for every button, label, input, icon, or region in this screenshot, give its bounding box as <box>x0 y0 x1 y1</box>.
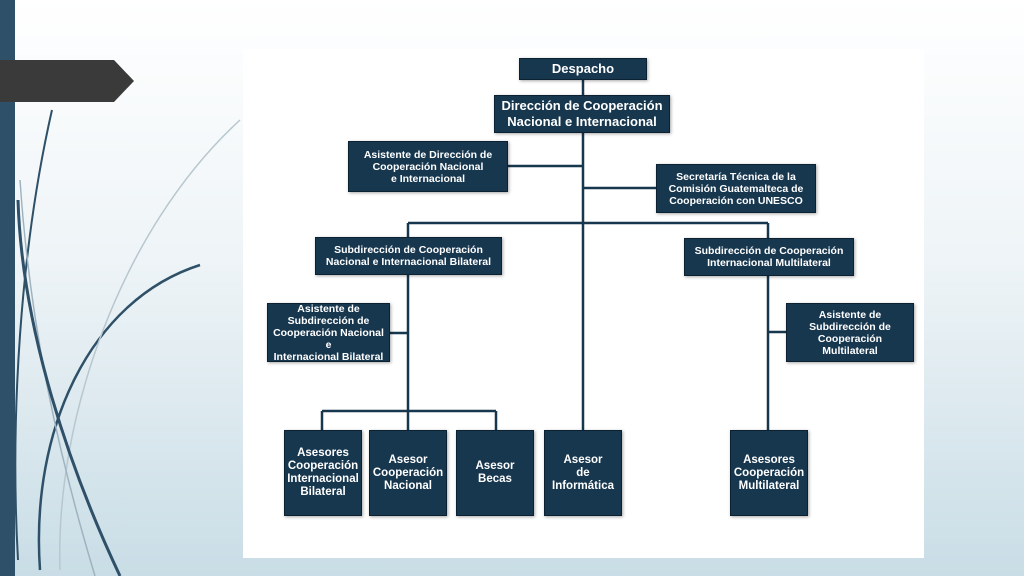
org-box-direccion: Dirección de Cooperación Nacional e Inte… <box>494 95 670 133</box>
org-box-subdireccion-bilateral: Subdirección de Cooperación Nacional e I… <box>315 237 502 275</box>
org-box-secretaria-tecnica: Secretaría Técnica de la Comisión Guatem… <box>656 164 816 213</box>
org-box-asesores-multilateral: Asesores Cooperación Multilateral <box>730 430 808 516</box>
org-box-asistente-bilateral: Asistente de Subdirección de Cooperación… <box>267 303 390 363</box>
org-box-asesores-bilateral: Asesores Cooperación Internacional Bilat… <box>284 430 362 516</box>
org-box-asesor-nacional: Asesor Cooperación Nacional <box>369 430 447 516</box>
org-box-asistente-multilateral: Asistente de Subdirección de Cooperación… <box>786 303 914 362</box>
decorative-swoosh <box>14 109 241 576</box>
org-box-despacho: Despacho <box>519 58 647 80</box>
slide-left-bar <box>0 0 15 576</box>
slide-pointer-tab <box>0 60 134 102</box>
org-box-asesor-informatica: Asesor de Informática <box>544 430 622 516</box>
org-box-asesor-becas: Asesor Becas <box>456 430 534 516</box>
org-box-subdireccion-multilateral: Subdirección de Cooperación Internaciona… <box>684 238 854 276</box>
org-box-asistente-direccion: Asistente de Dirección de Cooperación Na… <box>348 141 508 192</box>
